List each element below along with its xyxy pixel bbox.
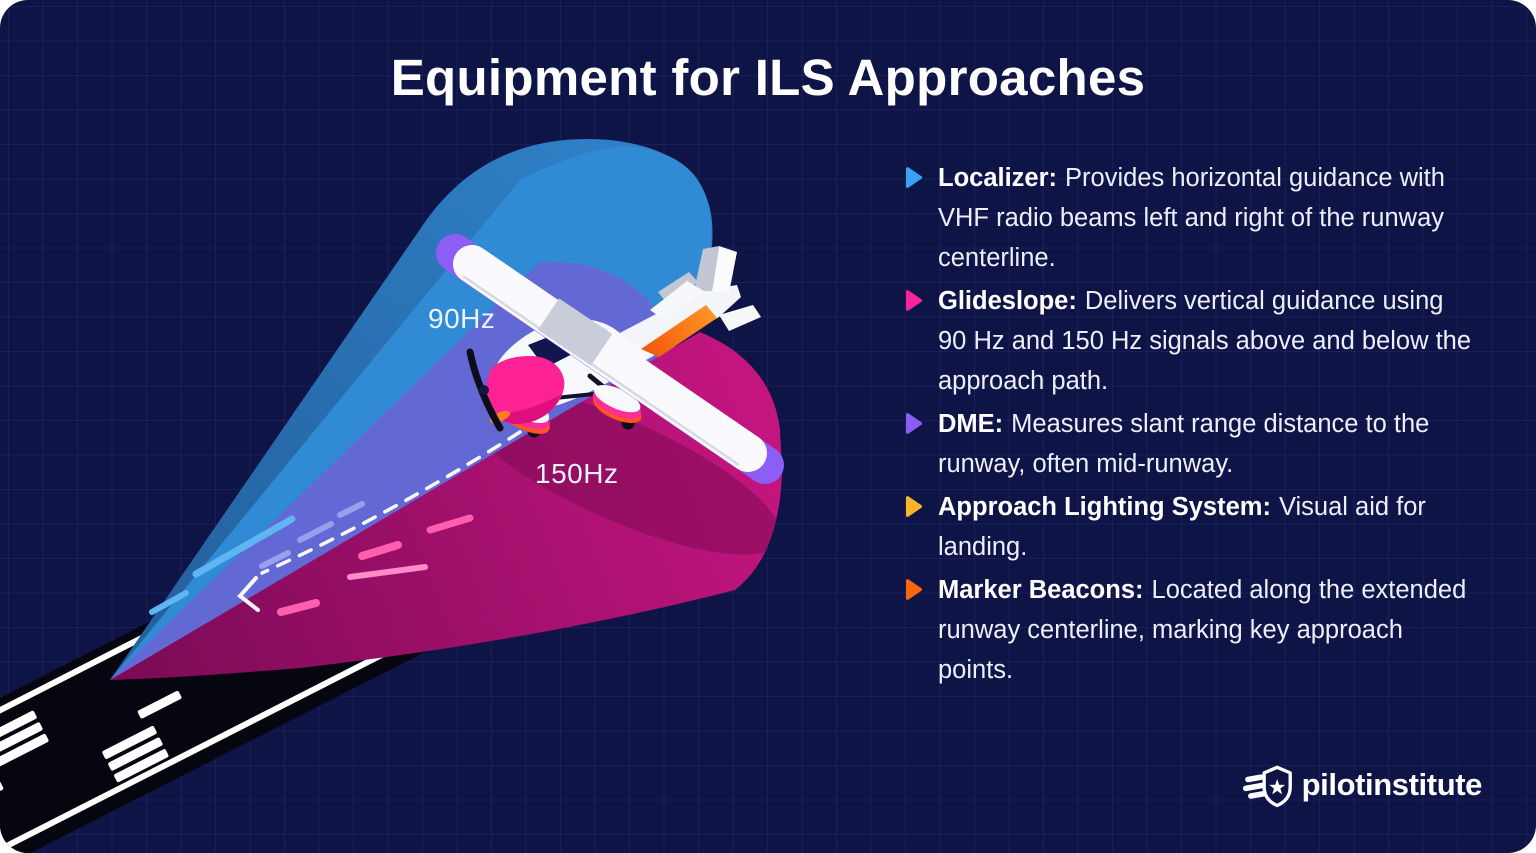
legend-item-text: DME:Measures slant range distance to the… [938,404,1474,484]
legend-term: Localizer: [938,164,1058,192]
legend-desc: Measures slant range distance to the run… [938,410,1430,478]
runway [0,527,565,853]
pilotinstitute-logo: pilotinstitute [1239,761,1482,809]
airplane-orange-accent [641,305,717,357]
legend-item-text: Approach Lighting System:Visual aid for … [938,487,1474,567]
airplane-left-stabilizer-shade [658,272,698,302]
runway-threshold-markings [0,619,228,810]
logo-wordmark: pilotinstitute [1301,767,1483,802]
legend-item-localizer: Localizer:Provides horizontal guidance w… [906,158,1474,278]
legend-item-text: Glideslope:Delivers vertical guidance us… [938,281,1474,401]
legend-item-glideslope: Glideslope:Delivers vertical guidance us… [906,281,1474,401]
logo-badge-icon [1242,765,1292,808]
legend-term: Marker Beacons: [938,576,1144,604]
runway-edge-line-bottom [0,585,514,853]
beam-dashes [149,501,474,616]
legend-term: Glideslope: [938,287,1077,315]
runway-pavement [0,527,565,853]
bullet-arrow-icon [906,167,922,188]
legend-desc: Visual aid for landing. [938,493,1426,561]
airplane [436,234,784,484]
airplane-left-stabilizer [650,281,704,321]
legend-list: Localizer:Provides horizontal guidance w… [906,158,1474,693]
beam-label-150hz: 150Hz [535,458,619,489]
legend-desc: Provides horizontal guidance with VHF ra… [938,164,1445,272]
approach-path-dashed-line [260,430,522,575]
legend-term: DME: [938,410,1004,438]
bullet-arrow-icon [906,413,922,434]
legend-item-dme: DME:Measures slant range distance to the… [906,404,1474,484]
legend-desc: Located along the extended runway center… [938,576,1467,684]
legend-item-approach-lighting: Approach Lighting System:Visual aid for … [906,487,1474,567]
beam-label-90hz: 90Hz [428,303,496,334]
legend-item-text: Localizer:Provides horizontal guidance w… [938,158,1474,278]
bullet-arrow-icon [906,579,922,600]
approach-path [237,430,522,612]
legend-term: Approach Lighting System: [938,493,1271,521]
legend-item-text: Marker Beacons:Located along the extende… [938,570,1474,690]
airplane-right-stabilizer [719,305,761,331]
airplane-wing-root [537,298,613,366]
infographic-title: Equipment for ILS Approaches [390,49,1146,106]
bullet-arrow-icon [906,496,922,517]
airplane-wing [436,234,784,484]
airplane-tail-fin-shade [694,246,719,291]
logo-star-icon [1268,778,1285,795]
bullet-arrow-icon [906,290,922,311]
legend-item-marker-beacons: Marker Beacons:Located along the extende… [906,570,1474,690]
legend-desc: Delivers vertical guidance using 90 Hz a… [938,287,1472,395]
airplane-wheel-pant-right [592,384,642,424]
airplane-propeller [466,348,504,432]
approach-path-arrowhead [237,576,260,612]
airplane-tail-fin [712,246,737,293]
